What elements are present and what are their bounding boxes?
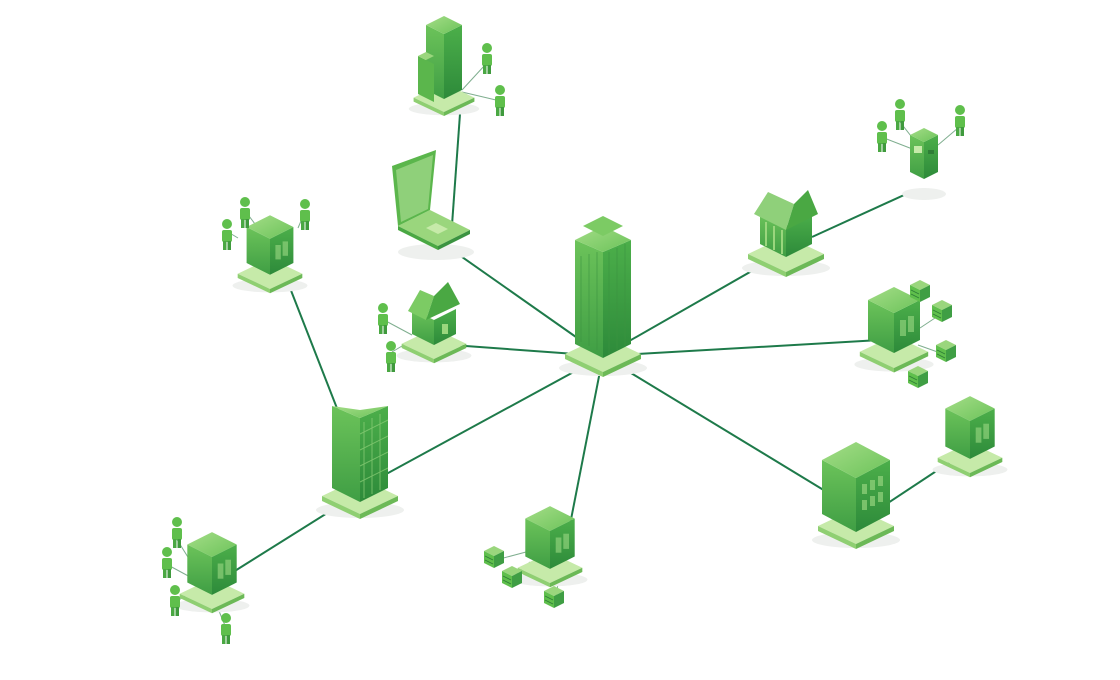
warehouse-icon <box>512 506 588 588</box>
crate-icon <box>543 585 565 609</box>
person-icon <box>170 585 180 616</box>
skyscraper-icon <box>559 216 647 377</box>
link-hq-regional-office <box>602 355 841 501</box>
office-tower-icon <box>316 406 404 519</box>
person-icon <box>300 199 310 230</box>
person-icon <box>172 517 182 548</box>
person-icon <box>162 547 172 578</box>
person-icon <box>495 85 505 116</box>
laptop-icon <box>392 150 474 260</box>
link-hq-warehouse <box>602 339 881 357</box>
crate-icon <box>935 339 957 363</box>
person-icon <box>222 219 232 250</box>
person-icon <box>240 197 250 228</box>
bank-icon <box>742 190 830 277</box>
office-building-icon <box>812 442 900 549</box>
person-icon <box>955 105 965 136</box>
link-tall-small-office <box>282 269 341 417</box>
small-office-icon <box>932 396 1008 478</box>
link-hq-warehouse-bottom <box>565 355 604 546</box>
person-icon <box>482 43 492 74</box>
atm-icon <box>902 128 946 200</box>
person-icon <box>895 99 905 130</box>
person-icon <box>386 341 396 372</box>
person-icon <box>877 121 887 152</box>
crate-icon <box>483 545 505 569</box>
connection-lines <box>229 99 951 575</box>
house-icon <box>396 282 472 364</box>
link-laptop-tower <box>451 99 462 226</box>
link-tall-bottom-left <box>229 504 341 575</box>
office-tower-icon <box>408 16 480 116</box>
link-bank-atm <box>811 189 916 238</box>
person-icon <box>221 613 231 644</box>
crate-icon <box>931 299 953 323</box>
link-hq-tall-office <box>365 355 604 486</box>
person-icon <box>378 303 388 334</box>
small-office-icon <box>174 532 250 614</box>
